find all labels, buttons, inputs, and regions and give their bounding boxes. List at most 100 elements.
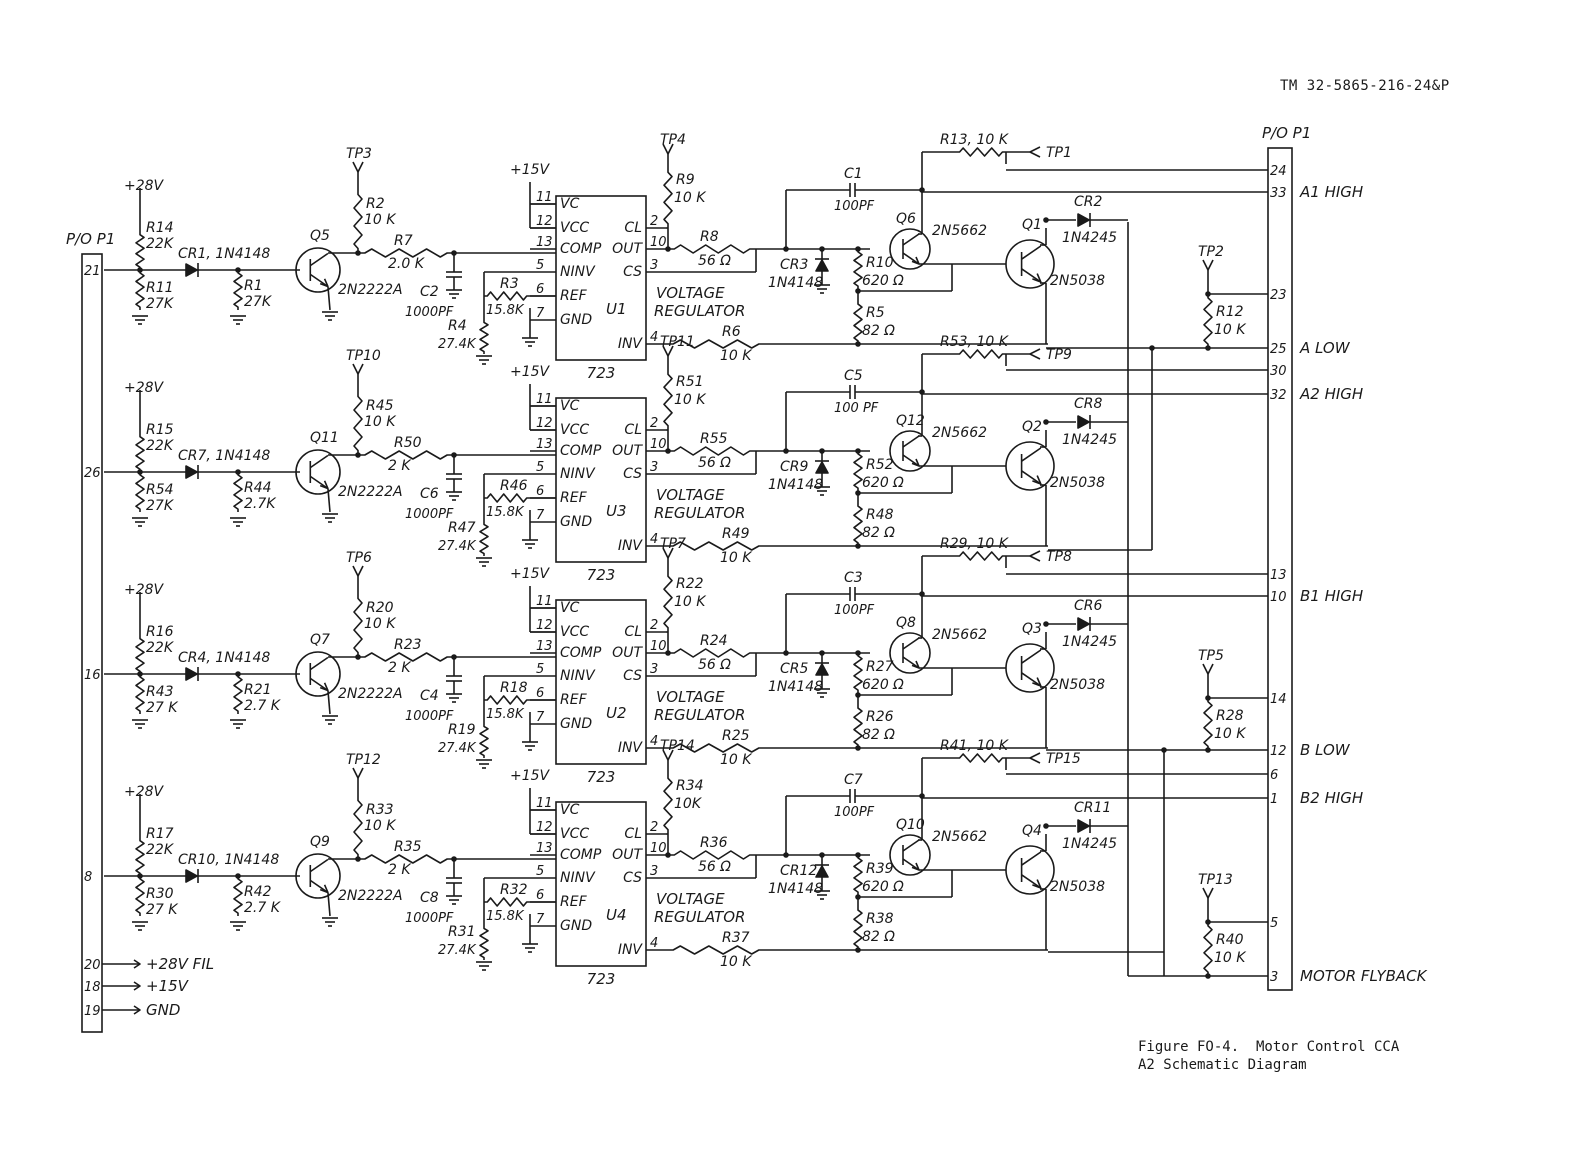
resistor [853,705,863,748]
transistor-emitter-arrow [319,278,329,288]
ground-symbol [476,961,492,971]
regulator-part: 723 [587,768,616,786]
supply-15v-label: +15V [510,768,551,784]
connector-pin-number: 8 [84,870,92,885]
regulator-function: VOLTAGE [656,486,725,504]
resistor [233,876,243,916]
connector-pin-number: 26 [84,466,101,481]
regulator-ic-body [555,599,647,765]
ic-pin-number: 12 [536,416,553,431]
resistor-value: 27.4K [438,943,477,958]
test-point-label: TP14 [660,738,695,754]
transistor-npn [295,853,341,899]
transistor-npn [295,449,341,495]
connector-signal: MOTOR FLYBACK [1300,967,1428,985]
capacitor-value: 100 PF [834,401,879,416]
transistor-collector [309,252,329,267]
emitter-wire [327,690,331,715]
ic-pin-number: 7 [536,508,545,523]
resistor-ref: R21 [244,682,272,698]
resistor-ref: R11 [146,280,174,296]
capacitor-ref: C1 [844,166,863,182]
diode [815,663,829,676]
test-point-label: TP5 [1198,648,1224,664]
connector-signal: B2 HIGH [1300,789,1363,807]
connector-body [1267,147,1293,991]
ic-pin-number: 11 [536,190,553,205]
ic-pin-number: 11 [536,796,553,811]
ground-symbol [322,715,338,725]
regulator-function: REGULATOR [654,504,745,522]
test-point [662,345,669,357]
resistor [853,503,863,546]
ic-pin-name: CL [624,624,642,640]
resistor-value: 620 Ω [862,273,904,289]
diode-label: CR10, 1N4148 [178,852,279,868]
connector-signal: A2 HIGH [1299,385,1363,403]
junction-dot [1205,919,1211,925]
ic-pin-number: 3 [650,662,658,677]
ic-pin-number: 3 [650,864,658,879]
diode-ref: CR6 [1074,598,1103,614]
ground-symbol [322,917,338,927]
diode-label: CR7, 1N4148 [178,448,270,464]
ic-pin-name: REF [560,288,588,304]
resistor [135,838,145,876]
connector-pin-number: 3 [1270,970,1278,985]
connector-body [81,253,103,1033]
resistor-ref: R42 [244,884,272,900]
connector-pin-number: 1 [1270,792,1278,807]
resistor-value: 22K [146,640,175,656]
transistor-body [1005,239,1055,289]
test-point [662,547,669,559]
transistor-body [295,449,341,495]
capacitor-value: 100PF [834,805,875,820]
test-point [1029,353,1041,360]
connector-pin-number: 19 [84,1004,101,1019]
resistor-value: 620 Ω [862,879,904,895]
transistor-body [889,228,931,270]
ground-symbol [132,719,148,729]
connector-pin-number: 30 [1270,364,1287,379]
ic-pin-number: 10 [650,639,667,654]
resistor-ref: R39 [866,861,894,877]
transistor-part: 2N5038 [1050,475,1105,491]
resistor [853,855,863,895]
ic-pin-number: 11 [536,392,553,407]
resistor-ref: R4 [448,318,467,334]
resistor [956,147,1006,157]
resistor [853,907,863,950]
resistor [853,451,863,491]
ic-pin-name: NINV [560,668,596,684]
diode-part: 1N4245 [1062,836,1117,852]
connector-pin-number: 16 [84,668,101,683]
test-point [1029,752,1041,759]
ground-symbol [230,315,246,325]
junction-dot [1205,695,1211,701]
regulator-function: REGULATOR [654,302,745,320]
resistor-value: 56 Ω [698,253,731,269]
ground-symbol [476,355,492,365]
capacitor-ref: C7 [844,772,863,788]
ic-pin-number: 12 [536,618,553,633]
resistor [1203,294,1213,348]
connector-arrow [133,981,141,991]
transistor-npn [1005,643,1055,693]
ic-pin-name: VCC [560,422,589,438]
ground-symbol [132,921,148,931]
transistor-body [889,430,931,472]
ic-pin-name: OUT [612,645,643,661]
figure-caption: Figure FO-4. Motor Control CCA A2 Schema… [1138,1038,1399,1074]
resistor-value: 2.7 K [244,698,282,714]
ic-pin-name: CS [623,264,642,280]
junction-dot [1149,345,1155,351]
resistor-ref: R45 [366,398,394,414]
ic-pin-number: 13 [536,841,553,856]
resistor-ref: R23 [394,637,422,653]
resistor [484,897,530,907]
junction-dot [855,543,861,549]
resistor-ref: R25 [722,728,750,744]
resistor-value: 2.7K [244,496,277,512]
resistor-ref: R55 [700,431,728,447]
resistor-ref: R32 [500,882,528,898]
